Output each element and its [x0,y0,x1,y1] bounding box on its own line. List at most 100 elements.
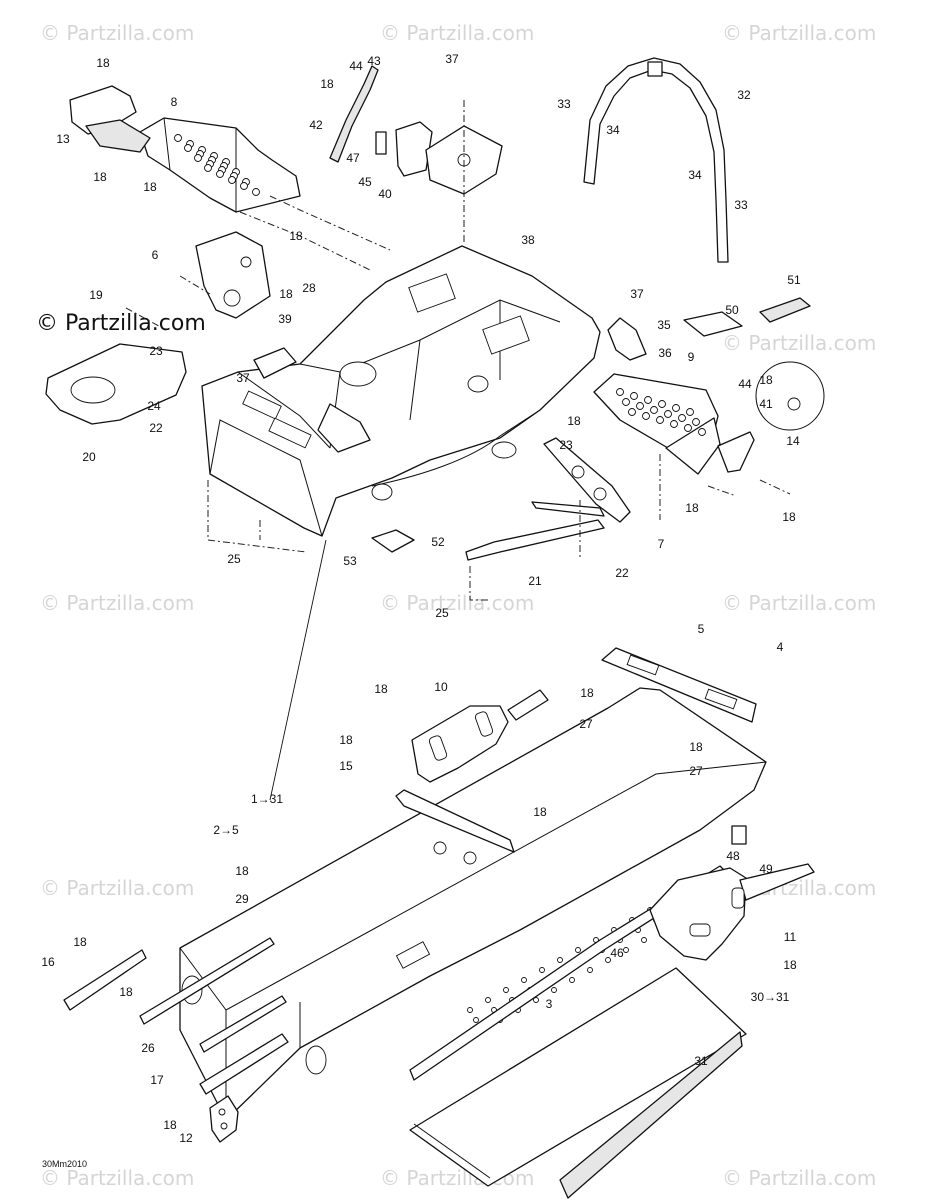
callout-label: 18 [374,682,388,696]
partzilla-watermark: © Partzilla.com [40,591,194,615]
callout-label: 18 [279,287,293,301]
hole [670,420,678,428]
hole [216,170,224,178]
part-40-45-47 [375,121,503,195]
part-15-rail [395,789,515,853]
hole [533,997,539,1003]
callout-label: 31 [694,1054,708,1068]
callout-label: 53 [343,554,357,568]
partzilla-watermark-left: © Partzilla.com [36,311,206,336]
callout-label: 18 [580,686,594,700]
hole [551,987,557,993]
hole [473,1017,479,1023]
part-10-bracket [411,689,549,783]
hole [698,428,706,436]
callout-label: 5 [698,622,705,636]
part-9-bracket [593,373,721,475]
callout-label: 18 [235,864,249,878]
drawing-code: 30Mm2010 [42,1159,87,1169]
callout-label: 28 [302,281,316,295]
callout-label: 43 [367,54,381,68]
callout-label: 18 [685,501,699,515]
part-30-board [409,967,747,1187]
callout-label: 18 [783,958,797,972]
watermark-layer: © Partzilla.com © Partzilla.com © Partzill… [40,21,876,1190]
hole [630,392,638,400]
callout-label: 34 [606,123,620,137]
callout-label: 47 [346,151,360,165]
callout-label: 29 [235,892,249,906]
callout-label: 23 [559,438,573,452]
hole [467,1007,473,1013]
callout-label: 18 [96,56,110,70]
part-7-brace [531,437,631,523]
hole [569,977,575,983]
hole [684,424,692,432]
callout-label: 11 [784,930,797,944]
hole [623,947,629,953]
callout-label: 46 [610,946,624,960]
partzilla-watermark: © Partzilla.com [722,21,876,45]
callout-label: 18 [143,180,157,194]
hole [644,396,652,404]
hole [557,957,563,963]
callout-label: 33 [557,97,571,111]
callout-label: 18 [782,510,796,524]
callout-label: 48 [726,849,740,863]
callout-label: 17 [150,1073,164,1087]
callout-label: 3 [546,997,553,1011]
hole [664,410,672,418]
callout-label: 41 [759,397,773,411]
callout-label: 22 [615,566,629,580]
hole [174,134,182,142]
callout-label: 9 [688,350,695,364]
hole [228,176,236,184]
hole [622,398,630,406]
callout-label: 21 [528,574,542,588]
hole [587,967,593,973]
partzilla-watermark: © Partzilla.com [40,1166,194,1190]
part-32-handlebar [583,57,729,263]
callout-label: 37 [630,287,644,301]
callout-label: 18 [73,935,87,949]
hole [616,388,624,396]
part-8-bracket [139,117,301,213]
hole [658,400,666,408]
hole [672,404,680,412]
callout-label: 18 [339,733,353,747]
callout-label: 49 [759,862,773,876]
hole [628,408,636,416]
callout-label: 33 [734,198,748,212]
callout-label: 34 [688,168,702,182]
callout-label: 52 [431,535,445,549]
part-16-bar [63,949,147,1011]
partzilla-watermark: © Partzilla.com [40,876,194,900]
alignment-lines-upper [125,100,791,601]
hole [503,987,509,993]
hole [650,406,658,414]
hole [539,967,545,973]
callout-label: 27 [689,764,703,778]
part-31-strip [559,1031,743,1199]
partzilla-watermark: © Partzilla.com [380,591,534,615]
part-53-52 [371,529,415,553]
callout-label: 24 [147,399,161,413]
callout-label: 37 [236,371,250,385]
hole [656,416,664,424]
callout-label: 25 [227,552,241,566]
leader-1-31 [269,539,327,801]
part-26-rods [139,937,287,1053]
part-48 [731,825,747,845]
callout-label: 32 [737,88,751,102]
callout-label: 40 [378,187,392,201]
hole [678,414,686,422]
callout-label: 50 [725,303,739,317]
callout-label: 26 [141,1041,155,1055]
callout-label: 7 [658,537,665,551]
callout-label: 18 [289,229,303,243]
callout-label: 30→31 [751,990,790,1004]
partzilla-watermark: © Partzilla.com [380,21,534,45]
callout-label: 22 [149,421,163,435]
hole [204,164,212,172]
